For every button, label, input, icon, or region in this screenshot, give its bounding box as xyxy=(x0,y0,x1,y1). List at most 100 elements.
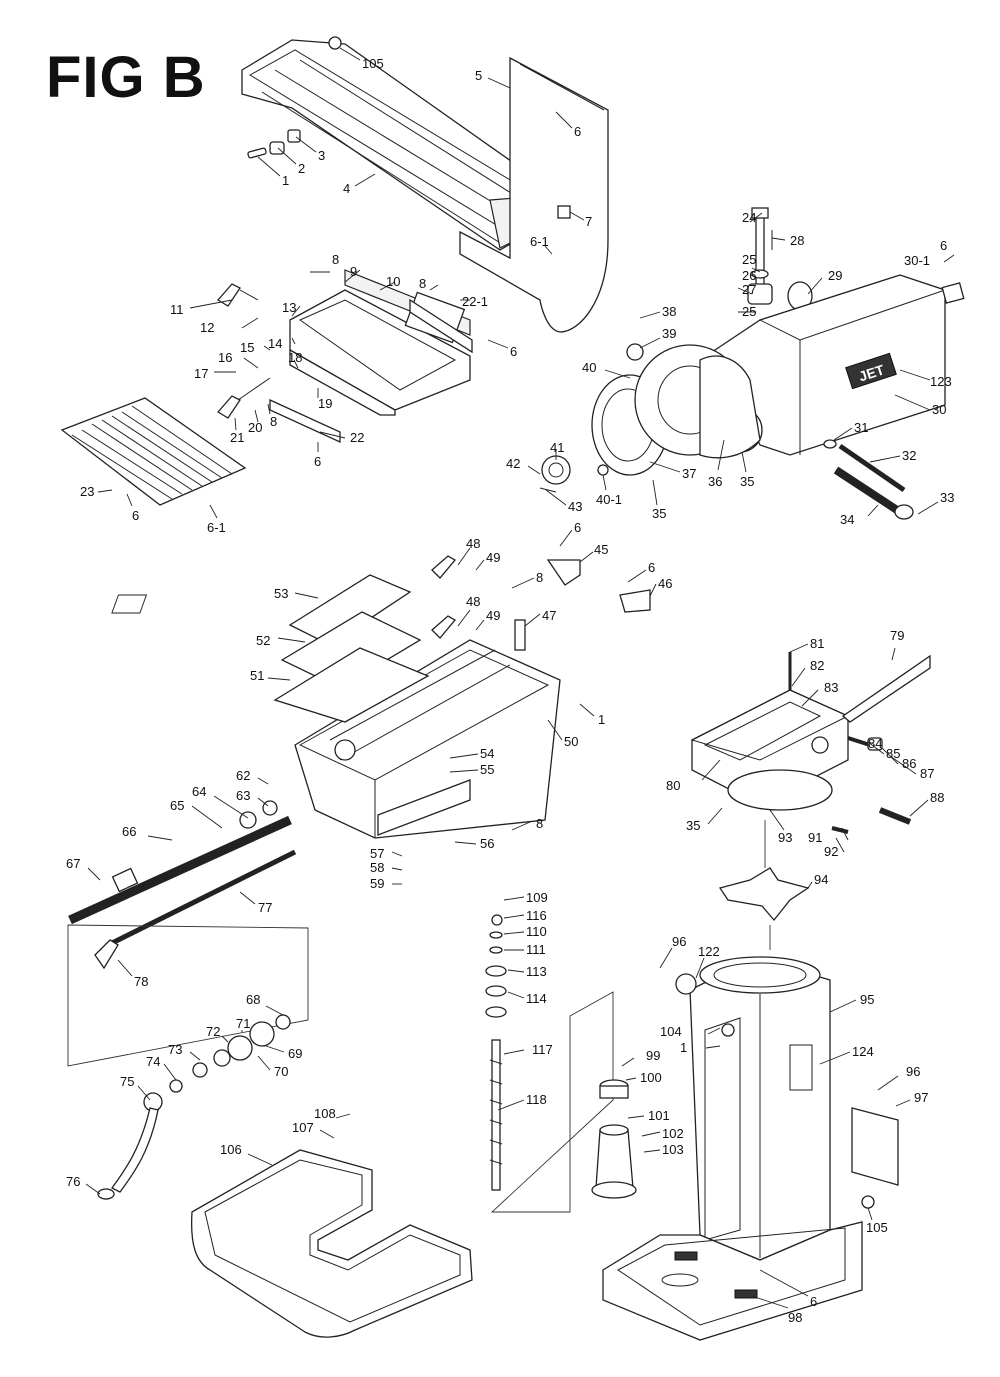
gib-plates xyxy=(111,574,430,723)
wiper-22 xyxy=(269,398,341,444)
callout-118: 118 xyxy=(526,1092,547,1107)
callout-45: 45 xyxy=(594,542,608,557)
callout-97: 97 xyxy=(914,1090,928,1105)
callout-14: 14 xyxy=(268,336,282,351)
callout-6: 6 xyxy=(648,560,655,575)
callout-22-1: 22-1 xyxy=(462,294,488,309)
callout-30-1: 30-1 xyxy=(904,253,930,268)
callout-62: 62 xyxy=(236,768,250,783)
callout-3: 3 xyxy=(318,148,325,163)
callout-33: 33 xyxy=(940,490,954,505)
callout-105: 105 xyxy=(362,56,384,71)
saddle xyxy=(289,269,471,416)
callout-58: 58 xyxy=(370,860,384,875)
callout-111: 111 xyxy=(526,942,546,957)
callout-6: 6 xyxy=(314,454,321,469)
callout-49: 49 xyxy=(486,550,500,565)
chip-tray xyxy=(190,1149,473,1338)
callout-110: 110 xyxy=(526,924,547,939)
leader-lines xyxy=(85,47,955,1309)
callout-56: 56 xyxy=(480,836,494,851)
callout-30: 30 xyxy=(932,402,946,417)
callout-96: 96 xyxy=(906,1064,920,1079)
vise xyxy=(690,652,931,811)
callout-15: 15 xyxy=(240,340,254,355)
callout-37: 37 xyxy=(682,466,696,481)
callout-20: 20 xyxy=(248,420,262,435)
callout-48: 48 xyxy=(466,594,480,609)
stop-block-7 xyxy=(557,205,571,219)
callout-102: 102 xyxy=(662,1126,684,1141)
callout-95: 95 xyxy=(860,992,874,1007)
callout-66: 66 xyxy=(122,824,136,839)
callout-106: 106 xyxy=(220,1142,242,1157)
callout-25: 25 xyxy=(742,304,756,319)
callout-72: 72 xyxy=(206,1024,220,1039)
lever-48a xyxy=(431,555,456,579)
callout-10: 10 xyxy=(386,274,400,289)
column xyxy=(689,956,875,1261)
callout-54: 54 xyxy=(480,746,494,761)
callout-8: 8 xyxy=(536,816,543,831)
shafts xyxy=(68,800,297,970)
callout-11: 11 xyxy=(170,302,184,317)
callout-40-1: 40-1 xyxy=(596,492,622,507)
callout-64: 64 xyxy=(192,784,206,799)
callout-114: 114 xyxy=(526,991,547,1006)
callout-59: 59 xyxy=(370,876,384,891)
dash-bracket-left xyxy=(67,924,309,1067)
callout-69: 69 xyxy=(288,1046,302,1061)
callout-42: 42 xyxy=(506,456,520,471)
callout-82: 82 xyxy=(810,658,824,673)
callout-83: 83 xyxy=(824,680,838,695)
callout-13: 13 xyxy=(282,300,296,315)
callout-6: 6 xyxy=(940,238,947,253)
callout-1: 1 xyxy=(598,712,605,727)
callout-124: 124 xyxy=(852,1044,874,1059)
callout-74: 74 xyxy=(146,1054,160,1069)
elevation-screw xyxy=(485,914,507,1191)
callout-17: 17 xyxy=(194,366,208,381)
callout-103: 103 xyxy=(662,1142,684,1157)
callout-86: 86 xyxy=(902,756,916,771)
callout-40: 40 xyxy=(582,360,596,375)
callout-23: 23 xyxy=(80,484,94,499)
callout-65: 65 xyxy=(170,798,184,813)
callout-6: 6 xyxy=(574,520,581,535)
callout-6: 6 xyxy=(510,344,517,359)
callout-36: 36 xyxy=(708,474,722,489)
callout-52: 52 xyxy=(256,633,270,648)
knee xyxy=(294,619,561,839)
callout-18: 18 xyxy=(288,350,302,365)
long-bolts xyxy=(823,439,914,520)
machine-base xyxy=(602,1221,863,1341)
callout-78: 78 xyxy=(134,974,148,989)
callout-105: 105 xyxy=(866,1220,888,1235)
callout-35: 35 xyxy=(686,818,700,833)
callout-99: 99 xyxy=(646,1048,660,1063)
callout-21: 21 xyxy=(230,430,244,445)
bracket-45 xyxy=(546,559,581,586)
callout-6: 6 xyxy=(810,1294,817,1309)
lever-48b xyxy=(431,615,456,639)
callout-8: 8 xyxy=(270,414,277,429)
callout-77: 77 xyxy=(258,900,272,915)
callout-107: 107 xyxy=(292,1120,314,1135)
crank-assembly xyxy=(97,1014,291,1200)
callout-81: 81 xyxy=(810,636,824,651)
callout-39: 39 xyxy=(662,326,676,341)
callout-labels: 105 5 6 3 2 1 4 7 6-1 24 28 6 30-1 25 29… xyxy=(66,56,954,1325)
callout-117: 117 xyxy=(532,1042,553,1057)
callout-75: 75 xyxy=(120,1074,134,1089)
callout-93: 93 xyxy=(778,830,792,845)
callout-67: 67 xyxy=(66,856,80,871)
callout-47: 47 xyxy=(542,608,556,623)
callout-113: 113 xyxy=(526,964,547,979)
callout-73: 73 xyxy=(168,1042,182,1057)
callout-55: 55 xyxy=(480,762,494,777)
table-lock-parts xyxy=(247,129,301,159)
callout-8: 8 xyxy=(332,252,339,267)
callout-27: 27 xyxy=(742,282,756,297)
callout-26: 26 xyxy=(742,268,756,283)
